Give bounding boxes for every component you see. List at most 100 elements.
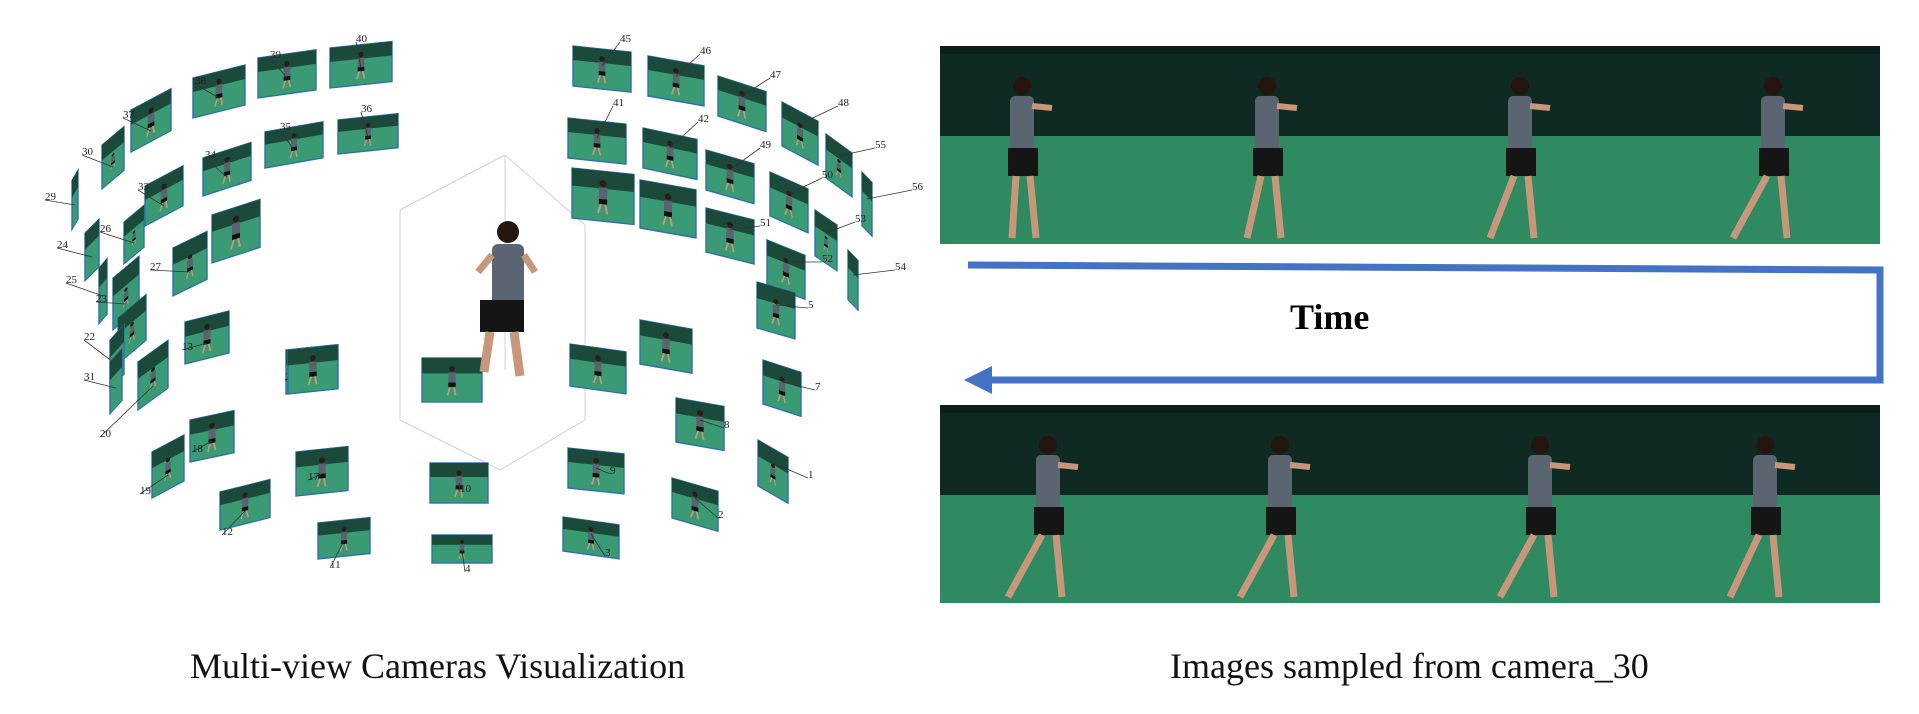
person-leg <box>146 127 151 137</box>
camera-56 <box>861 170 873 238</box>
frame-subject <box>1004 436 1079 599</box>
person-head <box>664 193 672 200</box>
camera-rig-diagram: 4039383730293635343326242725232231201321… <box>44 33 924 575</box>
camera-number-label: 45 <box>620 33 632 45</box>
subject-leg <box>1243 175 1265 239</box>
camera-9 <box>567 447 625 495</box>
person-leg <box>700 431 705 441</box>
person-shorts <box>283 75 291 81</box>
person-head <box>727 163 733 170</box>
camera-view-backdrop <box>568 448 624 468</box>
camera-number-label: 10 <box>460 483 472 495</box>
person-leg <box>725 182 730 191</box>
person-leg <box>592 375 598 384</box>
person-leg <box>671 86 676 95</box>
camera-view-backdrop <box>573 46 631 67</box>
camera-number-label: 3 <box>605 547 611 559</box>
camera-number-label: 52 <box>822 253 833 265</box>
camera-view-backdrop <box>193 65 245 92</box>
person-leg <box>690 510 695 518</box>
camera-view-backdrop <box>640 320 692 345</box>
camera-view-backdrop <box>110 348 122 381</box>
person-head <box>341 526 347 532</box>
person-shorts <box>160 196 168 204</box>
camera-leader-line <box>694 497 719 519</box>
camera-leader-line <box>355 41 362 69</box>
camera-36 <box>337 112 399 155</box>
person-leg <box>665 159 670 168</box>
person-leg <box>245 510 249 518</box>
person-shorts <box>594 370 602 377</box>
time-arrow-head <box>964 366 992 394</box>
person-shorts <box>726 178 734 185</box>
camera-number-label: 25 <box>66 274 78 286</box>
person-leg <box>222 175 227 184</box>
camera-42 <box>642 127 698 181</box>
camera-20 <box>137 338 169 412</box>
person-leg <box>126 298 129 305</box>
person-head <box>593 458 599 464</box>
camera-46 <box>647 55 705 107</box>
sampled-frame <box>1175 405 1410 603</box>
person-shorts <box>726 237 734 245</box>
person-torso <box>782 262 790 274</box>
subject-torso <box>1010 96 1034 151</box>
frame-ceiling <box>1410 405 1645 413</box>
person-shorts <box>147 121 155 129</box>
camera-number-label: 55 <box>875 139 887 151</box>
sampled-frame <box>1410 46 1645 244</box>
frame-strip-bottom <box>940 405 1880 603</box>
camera-number-label: 53 <box>855 213 867 225</box>
camera-leader-line <box>838 147 876 157</box>
person-torso <box>770 466 776 477</box>
camera-25 <box>98 256 108 326</box>
person-torso <box>283 66 291 77</box>
subject-leg <box>1544 534 1558 598</box>
person-torso <box>232 221 240 236</box>
camera-44 <box>639 179 697 239</box>
camera-number-label: 18 <box>192 443 204 455</box>
person-leg <box>110 164 113 171</box>
subject-leg <box>1486 174 1518 240</box>
person-head <box>456 470 462 476</box>
person-head <box>449 365 455 372</box>
subject-torso <box>1528 455 1552 510</box>
person-leg <box>602 75 607 84</box>
camera-number-label: 35 <box>280 121 292 133</box>
person-shorts <box>588 539 594 544</box>
person-leg <box>164 200 168 209</box>
person-shorts <box>187 265 193 273</box>
camera-number-label: 47 <box>770 69 782 81</box>
camera-leader-line <box>122 117 152 132</box>
person-torso <box>160 187 168 201</box>
person-leg <box>164 473 168 482</box>
camera-37 <box>130 87 172 154</box>
subject-arm <box>1529 103 1551 111</box>
subject-torso <box>492 244 524 306</box>
camera-16 <box>421 357 483 403</box>
camera-view-backdrop <box>265 121 323 145</box>
camera-38 <box>192 64 246 119</box>
person-head <box>111 152 115 157</box>
person-head <box>232 215 240 223</box>
camera-24 <box>84 217 100 283</box>
camera-leader-line <box>799 105 839 125</box>
person-leg <box>835 170 839 176</box>
frame-subject <box>1236 436 1311 599</box>
person-leg <box>282 80 287 89</box>
camera-45 <box>572 45 632 93</box>
person-torso <box>662 338 670 350</box>
person-leg <box>230 239 235 250</box>
person-leg <box>454 489 459 498</box>
frame-ceiling <box>940 46 1175 54</box>
person-leg <box>237 237 241 248</box>
subject-leg <box>1777 175 1791 239</box>
person-head <box>365 122 371 128</box>
frame-floor <box>940 136 1175 244</box>
camera-view-backdrop <box>318 517 370 536</box>
person-shorts <box>691 505 699 513</box>
camera-leader-line <box>329 540 345 569</box>
camera-leader-line <box>788 177 823 195</box>
person-leg <box>131 240 134 247</box>
camera-leader-line <box>149 269 191 273</box>
